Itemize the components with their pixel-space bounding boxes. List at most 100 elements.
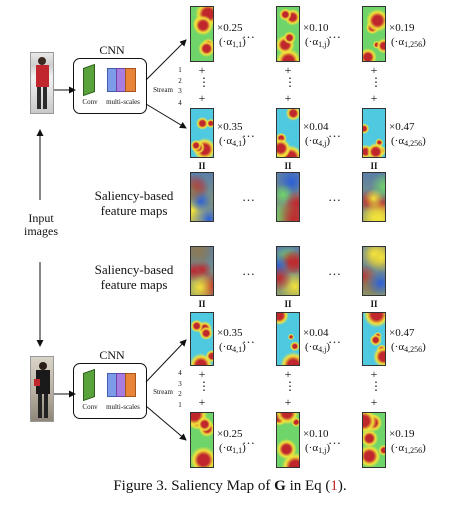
conv-layer-bottom xyxy=(83,368,95,402)
map-stream4-bottom-ellipsis-2: … xyxy=(328,331,342,346)
multiscales-label-bottom: multi-scales xyxy=(106,403,140,411)
stream-label-bottom: Stream xyxy=(153,388,173,396)
cnn-block-bottom xyxy=(73,363,147,419)
cnn-label-top: CNN xyxy=(99,43,125,57)
plus-bottom-b-2: + xyxy=(284,395,292,409)
equal-sign-bottom-3: II xyxy=(370,299,378,309)
map-stream4-top-2-alpha: (·α4,j) xyxy=(305,135,330,148)
input-image-bottom xyxy=(30,356,54,422)
map-stream4-top-2 xyxy=(276,108,300,158)
plus-top-a-2: + xyxy=(284,63,292,77)
map-stream4-bottom-1 xyxy=(190,312,214,366)
map-stream4-bottom-1-alpha: (·α4,1) xyxy=(219,341,246,354)
map-stream1-top-1-alpha: (·α1,1) xyxy=(219,36,246,49)
map-stream1-top-1-weight: ×0.25 xyxy=(217,22,243,34)
feature-map-top-1 xyxy=(190,172,214,222)
map-stream4-top-3-weight: ×0.47 xyxy=(389,121,415,133)
caption-middle: in Eq ( xyxy=(285,478,331,494)
saliency-label-bottom: Saliency-based feature maps xyxy=(94,262,174,292)
multiscale-layer-top xyxy=(107,68,137,92)
feature-map-top-2 xyxy=(276,172,300,222)
vdots-top-3: ⋮ xyxy=(370,75,382,89)
plus-top-a-3: + xyxy=(370,63,378,77)
equal-sign-bottom-1: II xyxy=(198,299,206,309)
conv-label-bottom: Conv xyxy=(82,403,98,411)
plus-bottom-a-1: + xyxy=(198,367,206,381)
map-stream1-bottom-2-weight: ×0.10 xyxy=(303,428,329,440)
equal-sign-bottom-2: II xyxy=(284,299,292,309)
map-stream4-bottom-3 xyxy=(362,312,386,366)
stream-num-top-2: 2 xyxy=(178,77,182,85)
feature-top-ellipsis-1: … xyxy=(242,189,256,204)
map-stream1-top-ellipsis-2: … xyxy=(328,26,342,41)
feature-bottom-ellipsis-1: … xyxy=(242,263,256,278)
map-stream1-bottom-2 xyxy=(276,412,300,468)
map-stream4-bottom-ellipsis-1: … xyxy=(242,331,256,346)
equal-sign-top-3: II xyxy=(370,161,378,171)
plus-bottom-a-2: + xyxy=(284,367,292,381)
stream-num-bottom-3: 3 xyxy=(178,380,182,388)
map-stream1-bottom-ellipsis-1: … xyxy=(242,432,256,447)
feature-map-bottom-3 xyxy=(362,246,386,296)
map-stream1-bottom-1 xyxy=(190,412,214,468)
equal-sign-top-2: II xyxy=(284,161,292,171)
map-stream1-top-2-weight: ×0.10 xyxy=(303,22,329,34)
plus-bottom-b-1: + xyxy=(198,395,206,409)
plus-bottom-b-3: + xyxy=(370,395,378,409)
map-stream1-top-2 xyxy=(276,6,300,62)
map-stream1-top-ellipsis-1: … xyxy=(242,26,256,41)
map-stream4-top-3-alpha: (·α4,256) xyxy=(391,135,426,148)
map-stream4-top-1 xyxy=(190,108,214,158)
stream-num-bottom-1: 1 xyxy=(178,401,182,409)
caption-bold: G xyxy=(274,478,286,494)
map-stream1-top-3 xyxy=(362,6,386,62)
map-stream4-top-2-weight: ×0.04 xyxy=(303,121,329,133)
vdots-bottom-3: ⋮ xyxy=(370,379,382,393)
figure-caption: Figure 3. Saliency Map of G in Eq (1). xyxy=(0,478,460,495)
feature-map-top-3 xyxy=(362,172,386,222)
map-stream4-bottom-3-weight: ×0.47 xyxy=(389,327,415,339)
vdots-bottom-2: ⋮ xyxy=(284,379,296,393)
map-stream4-top-ellipsis-1: … xyxy=(242,125,256,140)
equal-sign-top-1: II xyxy=(198,161,206,171)
cnn-block-top xyxy=(73,58,147,114)
map-stream1-bottom-1-weight: ×0.25 xyxy=(217,428,243,440)
stream-num-top-4: 4 xyxy=(178,99,182,107)
conv-label-top: Conv xyxy=(82,98,98,106)
vdots-bottom-1: ⋮ xyxy=(198,379,210,393)
conv-layer-top xyxy=(83,63,95,97)
map-stream1-bottom-2-alpha: (·α1,j) xyxy=(305,442,330,455)
input-image-top xyxy=(30,52,54,114)
feature-map-bottom-2 xyxy=(276,246,300,296)
feature-map-bottom-1 xyxy=(190,246,214,296)
map-stream4-bottom-2 xyxy=(276,312,300,366)
map-stream4-top-ellipsis-2: … xyxy=(328,125,342,140)
cnn-label-bottom: CNN xyxy=(99,348,125,362)
map-stream4-bottom-3-alpha: (·α4,256) xyxy=(391,341,426,354)
map-stream4-bottom-2-weight: ×0.04 xyxy=(303,327,329,339)
map-stream1-top-2-alpha: (·α1,j) xyxy=(305,36,330,49)
stream-num-bottom-2: 2 xyxy=(178,390,182,398)
map-stream1-bottom-3-weight: ×0.19 xyxy=(389,428,415,440)
caption-prefix: Figure 3. Saliency Map of xyxy=(113,478,275,494)
map-stream1-bottom-3-alpha: (·α1,256) xyxy=(391,442,426,455)
map-stream1-bottom-1-alpha: (·α1,1) xyxy=(219,442,246,455)
caption-eq-ref[interactable]: 1 xyxy=(330,478,338,494)
stream-label-top: Stream xyxy=(153,86,173,94)
plus-top-a-1: + xyxy=(198,63,206,77)
map-stream1-bottom-3 xyxy=(362,412,386,468)
map-stream4-bottom-1-weight: ×0.35 xyxy=(217,327,243,339)
map-stream1-top-3-alpha: (·α1,256) xyxy=(391,36,426,49)
stream-num-top-3: 3 xyxy=(178,87,182,95)
plus-top-b-1: + xyxy=(198,91,206,105)
map-stream4-top-3 xyxy=(362,108,386,158)
vdots-top-2: ⋮ xyxy=(284,75,296,89)
plus-bottom-a-3: + xyxy=(370,367,378,381)
map-stream4-bottom-2-alpha: (·α4,j) xyxy=(305,341,330,354)
feature-top-ellipsis-2: … xyxy=(328,189,342,204)
stream-num-top-1: 1 xyxy=(178,66,182,74)
multiscale-layer-bottom xyxy=(107,373,137,397)
saliency-label-top: Saliency-based feature maps xyxy=(94,188,174,218)
multiscales-label-top: multi-scales xyxy=(106,98,140,106)
